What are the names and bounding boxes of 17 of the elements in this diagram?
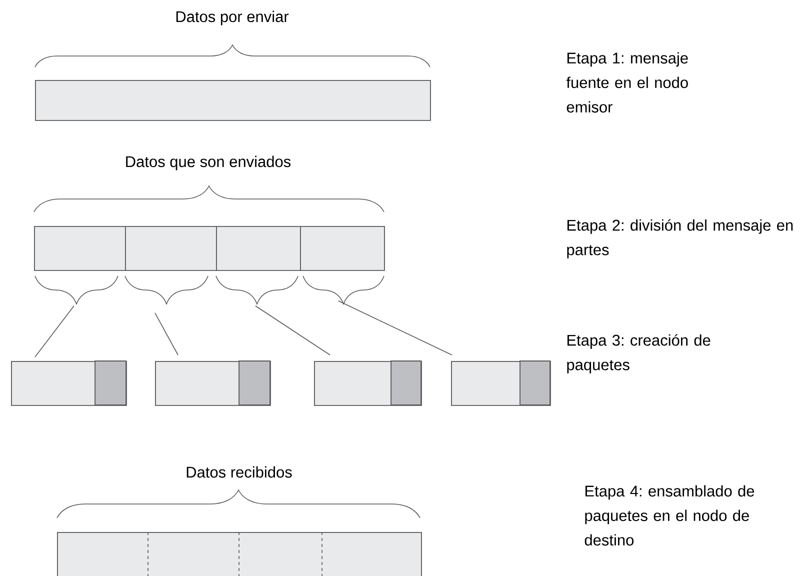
- segment-box: [300, 226, 385, 271]
- message-bar: [35, 80, 431, 121]
- packet-box: [155, 360, 271, 406]
- bracket-label: Datos recibidos: [186, 466, 292, 478]
- segment-box: [216, 226, 301, 271]
- step-text: Etapa 3: creación de paquetes: [567, 334, 710, 374]
- step-text: Etapa 2: división del mensaje en partes: [567, 219, 793, 258]
- bracket-label: Datos que son enviados: [126, 156, 291, 170]
- packet-box: [451, 360, 551, 406]
- step-text: Etapa 1: mensaje fuente en el nodo emisor: [566, 52, 688, 113]
- step-text: Etapa 4: ensamblado de paquetes en el nodo de destino: [584, 485, 754, 546]
- packet-box: [314, 360, 422, 406]
- bracket-label: Datos por enviar: [176, 10, 289, 26]
- segment-box: [125, 226, 217, 271]
- segment-box: [34, 226, 126, 271]
- message-bar: [57, 532, 422, 576]
- packet-box: [11, 360, 127, 406]
